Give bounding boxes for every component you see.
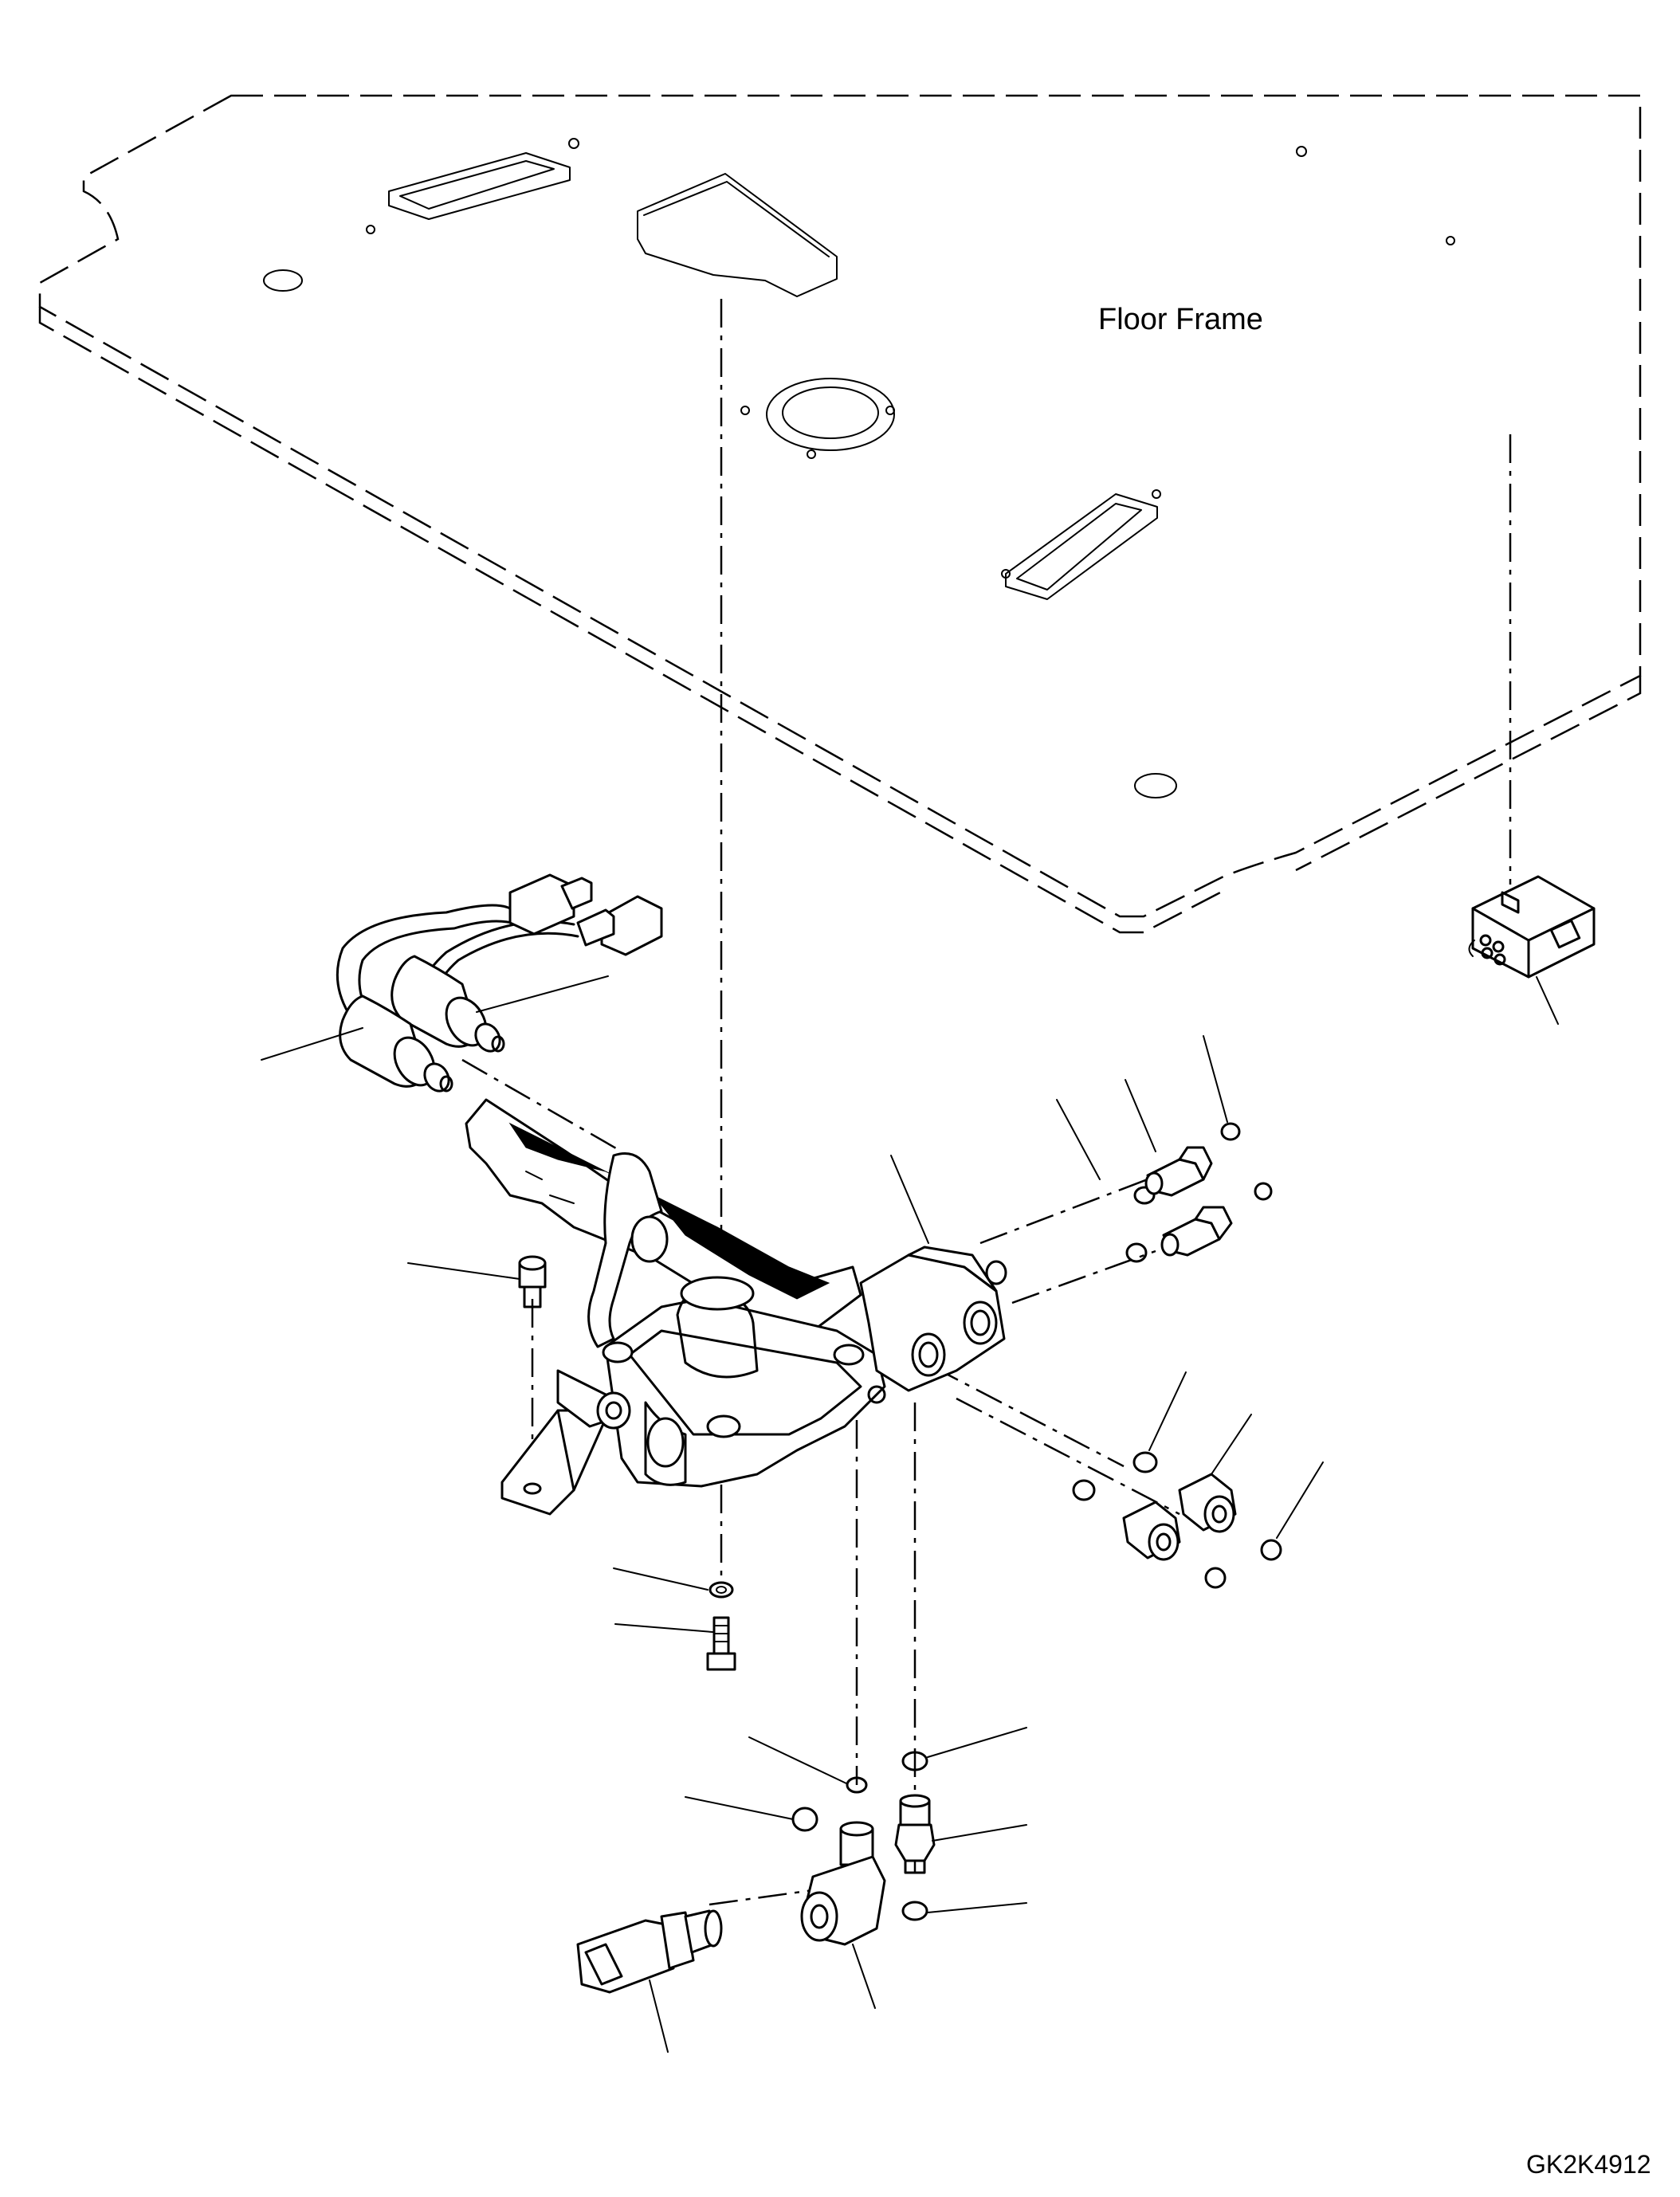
- electrical-connector: [1468, 875, 1596, 979]
- o-ring-8: [1204, 1567, 1227, 1589]
- o-ring-5: [1132, 1451, 1158, 1473]
- adapter-1: [1144, 1146, 1213, 1197]
- o-ring-6: [1260, 1539, 1282, 1561]
- pressure-sensor: [576, 1909, 723, 1994]
- assembly-center-lines: [461, 299, 1512, 1906]
- o-ring-12: [901, 1901, 928, 1921]
- elbow-fitting: [800, 1821, 886, 1946]
- o-ring-10: [901, 1751, 928, 1771]
- floor-frame: [38, 94, 1642, 934]
- pressure-switch-1: [391, 955, 505, 1053]
- o-ring-7: [1072, 1479, 1096, 1501]
- cap-screw-2: [706, 1616, 736, 1671]
- o-ring-2: [1220, 1122, 1241, 1141]
- adapter-4: [1122, 1501, 1181, 1561]
- drawing-number: GK2K4912: [1526, 2150, 1651, 2179]
- adapter-2: [1160, 1206, 1233, 1257]
- pressure-switch-2: [339, 995, 453, 1093]
- o-ring-1: [1133, 1186, 1156, 1205]
- o-ring-11: [791, 1807, 818, 1832]
- washer-1: [709, 1581, 734, 1599]
- o-ring-9: [846, 1776, 868, 1794]
- cap-screw-1: [518, 1255, 547, 1308]
- o-ring-3: [1125, 1242, 1148, 1263]
- adapter-3: [1178, 1473, 1237, 1533]
- pedal-valve-assembly: [465, 1098, 1007, 1516]
- leader-lines: [261, 975, 1559, 2053]
- o-ring-4: [1254, 1182, 1273, 1201]
- adapter-5: [894, 1794, 936, 1874]
- floor-frame-label: Floor Frame: [1098, 303, 1263, 336]
